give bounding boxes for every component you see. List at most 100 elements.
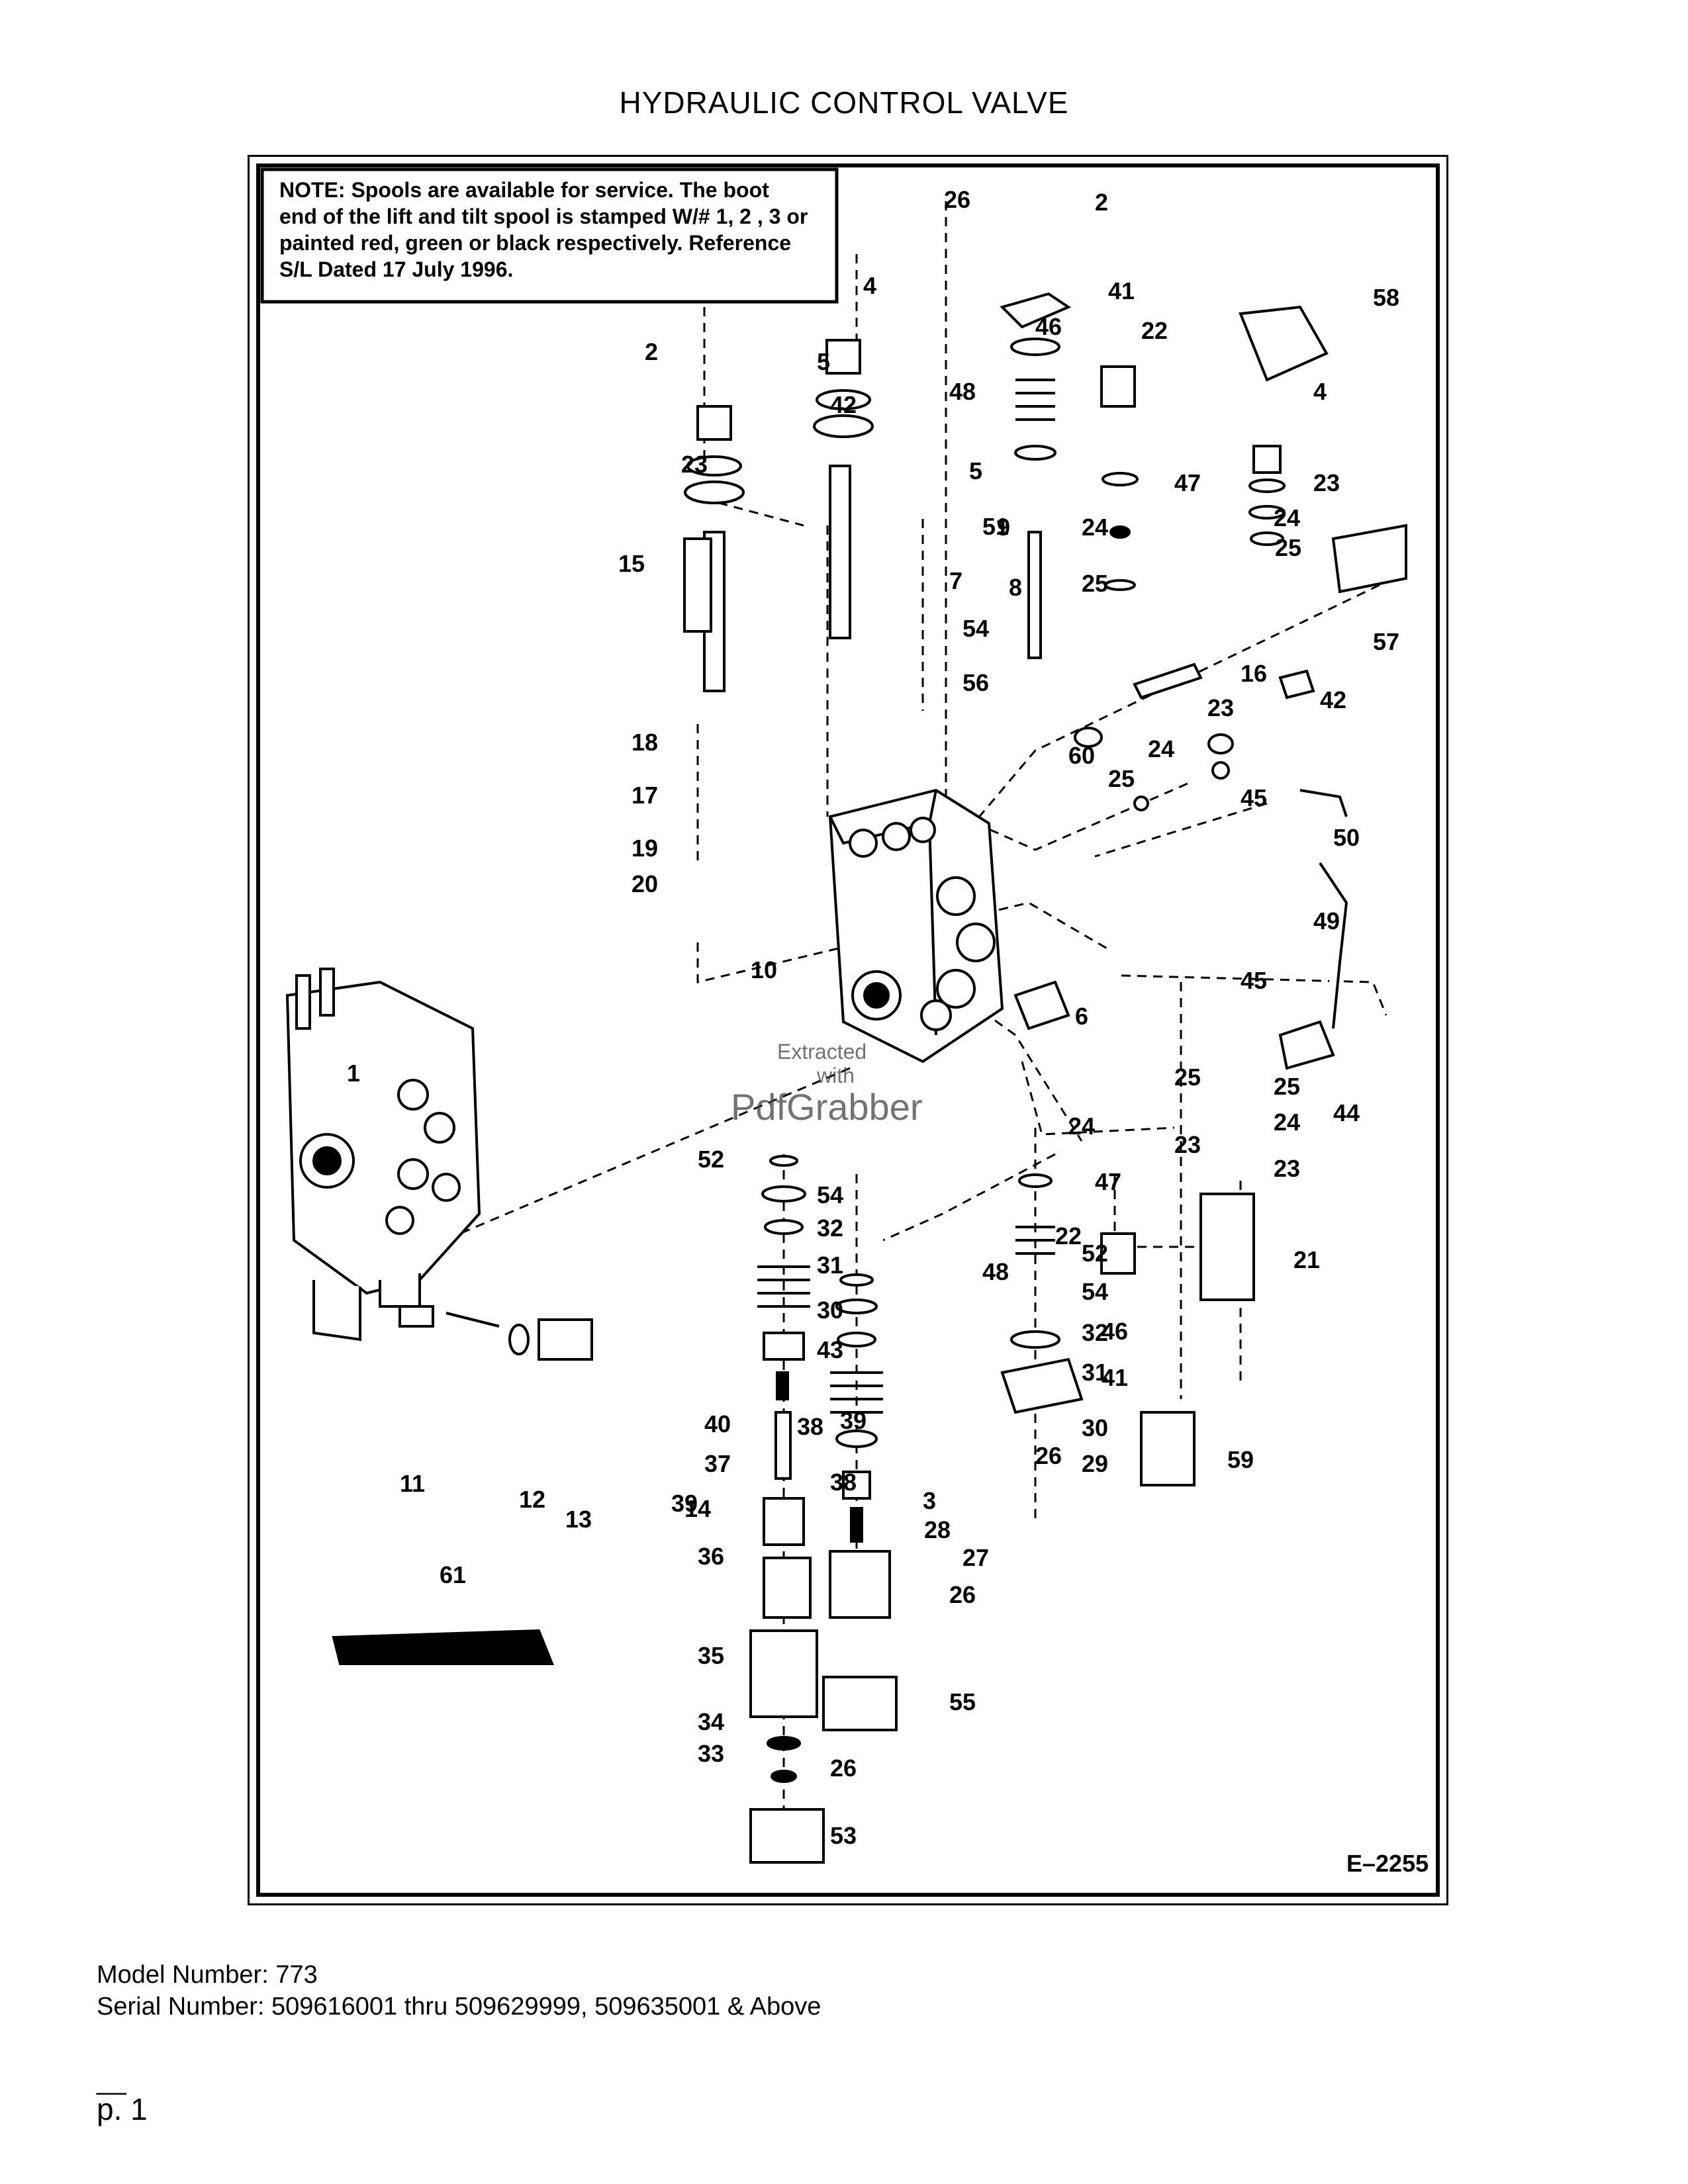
callout-39: 39: [671, 1490, 698, 1517]
callout-24: 24: [1274, 504, 1300, 531]
callout-4: 4: [863, 272, 876, 299]
callout-31: 31: [1082, 1359, 1108, 1386]
callout-28: 28: [924, 1516, 951, 1543]
note-line-2: end of the lift and tilt spool is stampe…: [279, 205, 808, 228]
model-number: Model Number: 773: [97, 1961, 318, 1989]
callout-40: 40: [704, 1410, 731, 1437]
callout-48: 48: [949, 378, 976, 405]
callout-17: 17: [632, 782, 658, 809]
callout-38: 38: [830, 1469, 857, 1496]
diagram-frame: [248, 155, 1448, 1905]
callout-51: 51: [982, 513, 1009, 540]
callout-32: 32: [1082, 1319, 1108, 1346]
callout-26: 26: [949, 1581, 976, 1608]
callout-36: 36: [698, 1543, 724, 1570]
callout-60: 60: [1068, 742, 1095, 769]
callout-50: 50: [1333, 824, 1360, 851]
callout-25: 25: [1174, 1064, 1201, 1091]
serial-number: Serial Number: 509616001 thru 509629999,…: [97, 1993, 821, 2021]
callout-42: 42: [830, 391, 857, 418]
callout-41: 41: [1102, 1364, 1128, 1391]
callout-30: 30: [1082, 1414, 1108, 1441]
callout-23: 23: [1207, 694, 1234, 721]
callout-52: 52: [698, 1146, 724, 1173]
callout-12: 12: [519, 1486, 545, 1513]
callout-7: 7: [949, 567, 962, 594]
valve-body: [828, 788, 1004, 1064]
callout-23: 23: [1174, 1131, 1201, 1158]
callout-26: 26: [830, 1754, 857, 1782]
callout-13: 13: [565, 1506, 592, 1533]
callout-54: 54: [962, 615, 989, 642]
note-line-4: S/L Dated 17 July 1996.: [279, 257, 513, 281]
page-number: p. 1: [97, 2092, 148, 2126]
drawing-number: E–2255: [1346, 1850, 1429, 1877]
callout-24: 24: [1068, 1113, 1095, 1140]
callout-22: 22: [1141, 317, 1168, 344]
callout-5: 5: [817, 348, 830, 375]
watermark: Extracted with PdfGrabber: [731, 1040, 923, 1128]
callout-55: 55: [949, 1688, 976, 1715]
callout-45: 45: [1241, 784, 1267, 811]
footer: Model Number: 773 Serial Number: 5096160…: [97, 1959, 821, 2023]
callout-44: 44: [1333, 1099, 1360, 1126]
callout-4: 4: [1313, 378, 1327, 405]
note-line-3: painted red, green or black respectively…: [279, 231, 791, 255]
callout-19: 19: [632, 835, 658, 862]
callout-1: 1: [347, 1060, 360, 1087]
page-dash: __: [97, 2066, 126, 2095]
callout-25: 25: [1274, 1073, 1300, 1100]
callout-38: 38: [797, 1413, 823, 1440]
callout-57: 57: [1373, 628, 1399, 655]
callout-30: 30: [817, 1297, 843, 1324]
callout-31: 31: [817, 1251, 843, 1279]
callout-5: 5: [969, 457, 982, 484]
page-title: HYDRAULIC CONTROL VALVE: [619, 85, 1069, 120]
exploded-parts-diagram: NOTE: Spools are available for service. …: [260, 167, 1429, 1877]
callout-26: 26: [1035, 1442, 1062, 1469]
callout-48: 48: [982, 1258, 1009, 1285]
callout-9: 9: [997, 514, 1010, 541]
watermark-line-1: Extracted: [777, 1040, 867, 1064]
callout-33: 33: [698, 1740, 724, 1767]
callout-23: 23: [1313, 469, 1340, 496]
callout-32: 32: [817, 1214, 843, 1242]
callout-42: 42: [1320, 686, 1346, 713]
callout-14: 14: [684, 1495, 711, 1522]
callout-27: 27: [962, 1544, 989, 1571]
callout-11: 11: [400, 1470, 425, 1497]
callout-39: 39: [840, 1407, 867, 1434]
callout-58: 58: [1373, 284, 1399, 311]
callout-59: 59: [1227, 1446, 1254, 1473]
watermark-line-2: with: [816, 1064, 855, 1087]
callout-25: 25: [1082, 570, 1108, 597]
callout-53: 53: [830, 1822, 857, 1849]
callout-29: 29: [1082, 1450, 1108, 1477]
callout-61: 61: [440, 1561, 466, 1588]
callout-24: 24: [1148, 735, 1174, 762]
assembled-valve: [285, 968, 481, 1342]
callout-18: 18: [632, 729, 658, 756]
callout-41: 41: [1108, 277, 1135, 304]
callout-10: 10: [751, 956, 777, 983]
callout-8: 8: [1009, 574, 1022, 601]
callout-47: 47: [1095, 1168, 1121, 1195]
callout-54: 54: [817, 1181, 843, 1208]
callout-2: 2: [1095, 189, 1108, 216]
callout-34: 34: [698, 1708, 724, 1735]
spools-and-parts: [332, 292, 1407, 1864]
callout-25: 25: [1108, 765, 1135, 792]
callout-6: 6: [1075, 1003, 1088, 1030]
callout-49: 49: [1313, 907, 1340, 934]
callout-21: 21: [1293, 1246, 1320, 1273]
callout-47: 47: [1174, 469, 1201, 496]
callout-23: 23: [1274, 1155, 1300, 1182]
callout-56: 56: [962, 669, 989, 696]
callout-45: 45: [1241, 967, 1267, 994]
callout-22: 22: [1055, 1222, 1082, 1250]
watermark-line-3: PdfGrabber: [731, 1086, 923, 1128]
callout-16: 16: [1241, 660, 1267, 687]
callout-46: 46: [1102, 1318, 1128, 1345]
callout-52: 52: [1082, 1240, 1108, 1267]
